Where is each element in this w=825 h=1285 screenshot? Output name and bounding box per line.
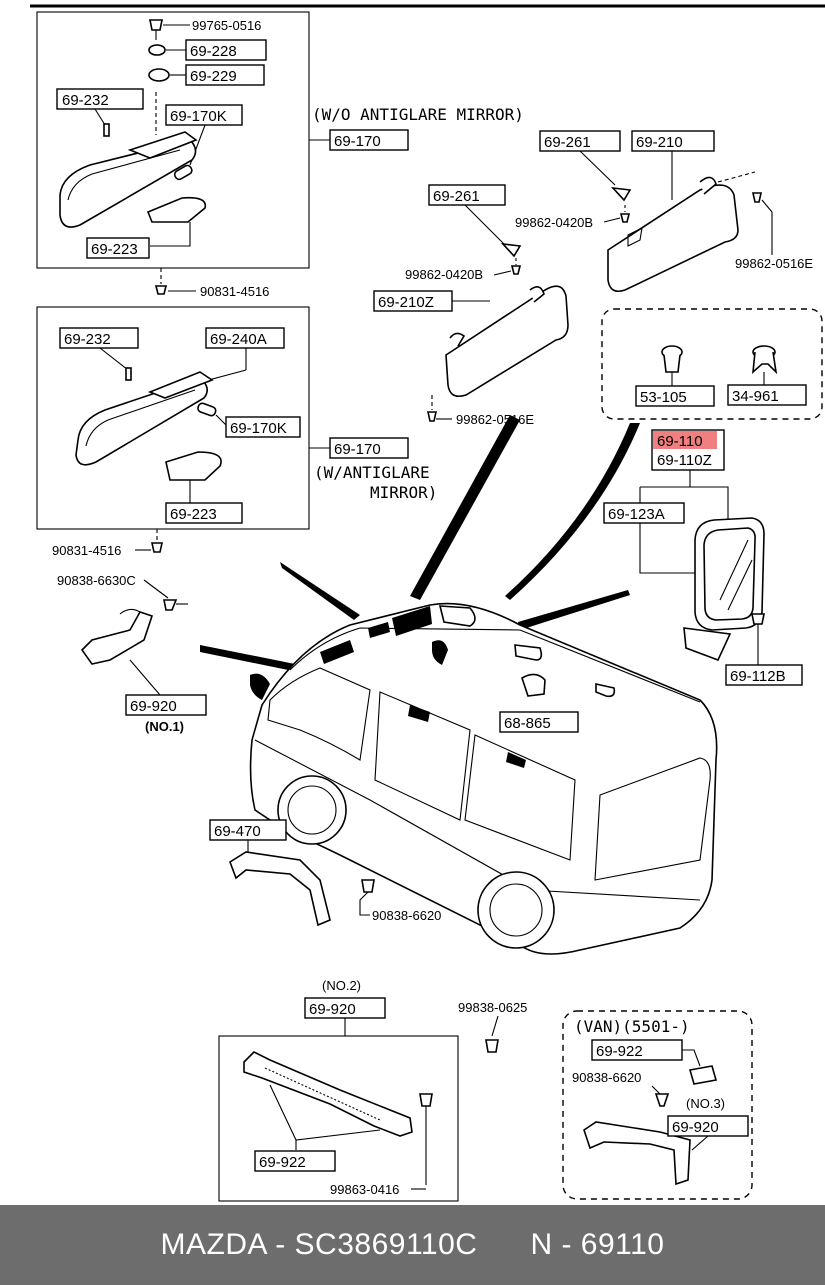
screw-icon bbox=[149, 19, 163, 40]
screw-icon bbox=[751, 613, 765, 625]
label-69-920-b: 69-920 bbox=[309, 1001, 356, 1018]
side-mirror-icon bbox=[683, 517, 765, 662]
label-99862-0420b-b: 99862-0420B bbox=[405, 267, 483, 282]
screw-icon bbox=[419, 1093, 433, 1107]
label-69-123a: 69-123A bbox=[608, 506, 665, 523]
label-69-920-c: 69-920 bbox=[672, 1119, 719, 1136]
label-69-170-b: 69-170 bbox=[334, 441, 381, 458]
note-with-antiglare-1: (W/ANTIGLARE bbox=[314, 463, 430, 482]
washer-icon bbox=[148, 44, 166, 56]
label-69-170-a: 69-170 bbox=[334, 133, 381, 150]
label-69-110: 69-110 bbox=[657, 433, 703, 450]
note-no3: (NO.3) bbox=[686, 1096, 725, 1111]
label-69-223-a: 69-223 bbox=[91, 241, 138, 258]
label-53-105: 53-105 bbox=[640, 389, 687, 406]
rear-view-mirror-icon bbox=[59, 131, 198, 228]
label-99765-0516: 99765-0516 bbox=[192, 18, 261, 33]
note-no2: (NO.2) bbox=[322, 978, 361, 993]
label-69-210: 69-210 bbox=[636, 134, 683, 151]
label-69-223-b: 69-223 bbox=[170, 506, 217, 523]
label-69-170k-a: 69-170K bbox=[170, 108, 227, 125]
footer-brand: MAZDA bbox=[160, 1228, 267, 1261]
label-69-922-a: 69-922 bbox=[259, 1154, 306, 1171]
van-body-icon bbox=[249, 602, 718, 955]
label-69-170k-b: 69-170K bbox=[230, 420, 287, 437]
screw-icon bbox=[752, 192, 762, 203]
note-with-antiglare-2: MIRROR) bbox=[370, 483, 437, 502]
hook-icon bbox=[521, 673, 546, 697]
screw-icon bbox=[654, 1093, 670, 1107]
cap-icon bbox=[148, 68, 170, 82]
group-box-with-antiglare bbox=[36, 306, 310, 530]
label-69-229: 69-229 bbox=[190, 68, 237, 85]
assist-grip-no1-icon bbox=[80, 608, 154, 665]
label-99862-0420b-a: 99862-0420B bbox=[515, 215, 593, 230]
footer-part-code: SC3869110C bbox=[294, 1228, 478, 1261]
sun-visor-left-icon bbox=[445, 285, 569, 398]
screw-icon bbox=[619, 213, 631, 223]
label-90838-6630c: 90838-6630C bbox=[57, 573, 136, 588]
clip-icon bbox=[688, 1065, 718, 1085]
assist-grip-no2-icon bbox=[243, 1051, 413, 1137]
label-69-261-a: 69-261 bbox=[544, 134, 591, 151]
label-68-865: 68-865 bbox=[504, 715, 551, 732]
label-69-261-b: 69-261 bbox=[433, 188, 480, 205]
label-69-110z: 69-110Z bbox=[657, 452, 712, 469]
screw-icon bbox=[510, 265, 522, 275]
label-90831-4516-a: 90831-4516 bbox=[200, 284, 269, 299]
footer-part-info: MAZDA - SC3869110C N - 69110 bbox=[160, 1228, 665, 1261]
label-34-961: 34-961 bbox=[732, 388, 779, 405]
label-90831-4516-b: 90831-4516 bbox=[52, 543, 121, 558]
label-90838-6620-a: 90838-6620 bbox=[372, 908, 441, 923]
assist-grip-icon bbox=[229, 851, 331, 927]
label-69-228: 69-228 bbox=[190, 43, 237, 60]
label-69-112b: 69-112B bbox=[730, 668, 786, 685]
label-69-922-b: 69-922 bbox=[596, 1043, 643, 1060]
label-90838-6620-b: 90838-6620 bbox=[572, 1070, 641, 1085]
label-99862-0516e-a: 99862-0516E bbox=[735, 256, 813, 271]
assist-grip-no3-icon bbox=[583, 1121, 691, 1186]
screw-icon bbox=[427, 411, 437, 422]
label-69-210z: 69-210Z bbox=[378, 294, 434, 311]
label-69-232-a: 69-232 bbox=[62, 92, 109, 109]
screw-icon bbox=[361, 879, 375, 893]
grommet-icon bbox=[661, 345, 683, 373]
sun-visor-right-icon bbox=[607, 176, 739, 293]
cover-icon bbox=[146, 196, 207, 223]
clip-icon bbox=[610, 186, 632, 202]
clip-fastener-icon bbox=[752, 345, 778, 375]
label-99838-0625: 99838-0625 bbox=[458, 1000, 527, 1015]
screw-icon bbox=[151, 542, 163, 553]
note-without-antiglare: (W/O ANTIGLARE MIRROR) bbox=[312, 105, 524, 124]
note-van: (VAN)(5501-) bbox=[574, 1017, 690, 1036]
footer-bar: MAZDA - SC3869110C N - 69110 bbox=[0, 1205, 825, 1285]
label-99863-0416: 99863-0416 bbox=[330, 1182, 399, 1197]
cover-icon bbox=[165, 451, 222, 481]
footer-number: N - 69110 bbox=[530, 1228, 665, 1261]
antiglare-mirror-icon bbox=[75, 371, 214, 466]
screw-icon bbox=[154, 285, 168, 295]
screw-icon bbox=[163, 599, 178, 611]
group-box-no2 bbox=[218, 1035, 459, 1202]
screw-icon bbox=[485, 1039, 499, 1053]
parts-diagram: 99765-0516 69-228 69-229 69-232 69-170K … bbox=[30, 4, 825, 1202]
label-69-232-b: 69-232 bbox=[64, 331, 111, 348]
note-no1: (NO.1) bbox=[145, 719, 184, 734]
clip-icon bbox=[500, 242, 522, 258]
label-69-240a: 69-240A bbox=[210, 331, 267, 348]
label-99862-0516e-b: 99862-0516E bbox=[456, 412, 534, 427]
label-69-470: 69-470 bbox=[214, 823, 261, 840]
label-69-920-a: 69-920 bbox=[130, 698, 177, 715]
